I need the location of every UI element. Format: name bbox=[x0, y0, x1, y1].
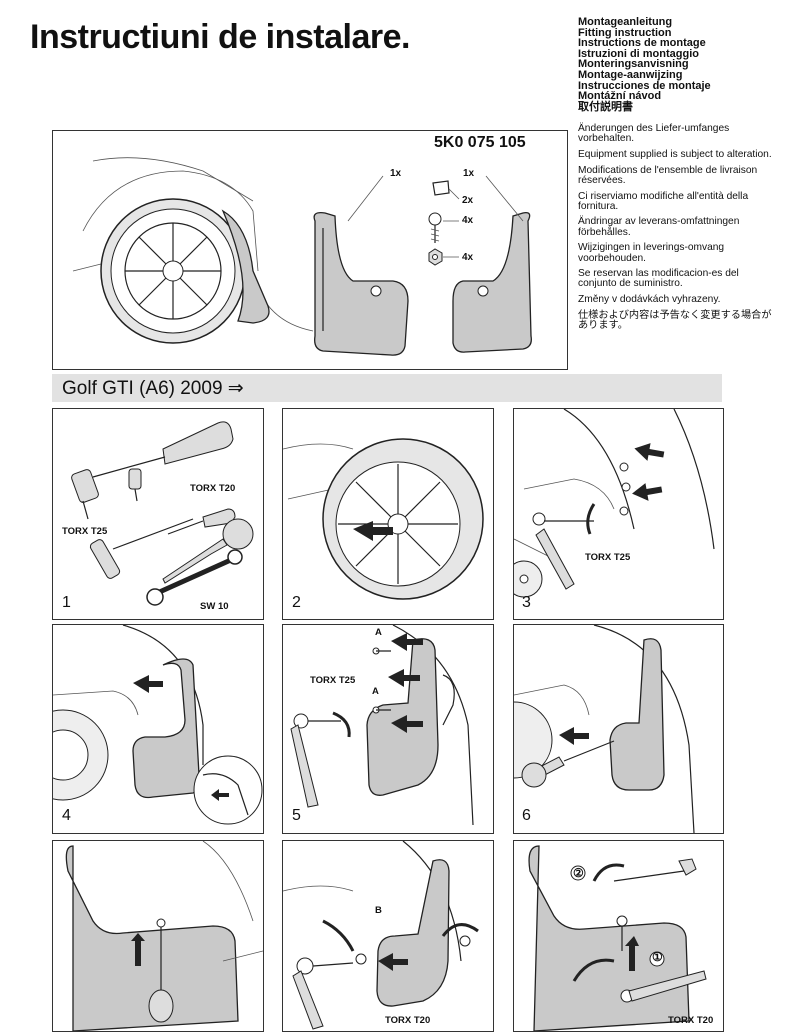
pierce-hole-illustration bbox=[65, 841, 263, 1031]
torx-t25-label: TORX T25 bbox=[585, 552, 631, 563]
torx-t20-label: TORX T20 bbox=[385, 1015, 431, 1026]
note-es: Se reservan las modificacion-es del conj… bbox=[578, 268, 739, 290]
torx-t20-label: TORX T20 bbox=[668, 1015, 714, 1026]
page-title: Instructiuni de instalare. bbox=[30, 18, 410, 56]
note-en: Equipment supplied is subject to alterat… bbox=[578, 148, 772, 160]
language-title: Montážní návod bbox=[578, 90, 662, 103]
parts-overview-panel bbox=[52, 130, 568, 370]
sw10-label: SW 10 bbox=[200, 601, 229, 612]
right-mudflap-illustration bbox=[452, 212, 532, 353]
step-5-panel bbox=[282, 624, 494, 834]
step-1-panel bbox=[52, 408, 264, 620]
nut-icon bbox=[428, 248, 443, 266]
tighten-screws-illustration bbox=[528, 845, 707, 1031]
step-number: 6 bbox=[522, 807, 531, 824]
torx-t20-label: TORX T20 bbox=[190, 483, 236, 494]
step-number: 1 bbox=[62, 594, 71, 611]
step-9-panel bbox=[513, 840, 724, 1032]
screw-qty: 4x bbox=[462, 215, 474, 226]
language-title: 取付説明書 bbox=[578, 100, 633, 113]
note-ja: 仕様および内容は予告なく変更する場合があります。 bbox=[578, 309, 772, 332]
point-b-label: B bbox=[375, 905, 382, 916]
step-number: 3 bbox=[522, 594, 531, 611]
step-3-panel bbox=[513, 408, 724, 620]
step-number: 4 bbox=[62, 807, 71, 824]
note-fr: Modifications de l'ensemble de livraison… bbox=[578, 164, 758, 186]
remove-screws-illustration bbox=[514, 409, 715, 598]
step-order-1-label: ① bbox=[652, 950, 663, 964]
step-2-panel bbox=[282, 408, 494, 620]
note-sv: Ändringar av leverans-omfattningen förbe… bbox=[578, 216, 740, 238]
left-mudflap-illustration bbox=[313, 212, 409, 356]
fit-rear-screws-illustration bbox=[283, 841, 479, 1030]
point-a-label: A bbox=[372, 686, 379, 697]
position-flap-illustration bbox=[53, 625, 263, 825]
language-title: Monteringsanvisning bbox=[578, 58, 689, 71]
language-title: Istruzioni di montaggio bbox=[578, 47, 699, 60]
parts-overview-illustration bbox=[72, 157, 532, 356]
language-title: Montageanleitung bbox=[578, 16, 673, 28]
tools-illustration bbox=[71, 421, 254, 606]
fit-flap-illustration bbox=[290, 625, 474, 826]
step-6-panel bbox=[513, 624, 724, 834]
language-title: Instructions de montage bbox=[578, 37, 706, 50]
point-a-label: A bbox=[375, 627, 382, 638]
supply-notes: Änderungen des Liefer-umfanges vorbehalt… bbox=[578, 123, 778, 337]
step-8-panel bbox=[282, 840, 494, 1032]
step-order-2-label: ② bbox=[573, 866, 584, 880]
step-number: 2 bbox=[292, 594, 301, 611]
note-de: Änderungen des Liefer-umfanges vorbehalt… bbox=[578, 123, 730, 145]
clip-icon bbox=[432, 180, 450, 196]
left-flap-qty: 1x bbox=[390, 168, 402, 179]
step-number: 5 bbox=[292, 807, 301, 824]
note-cs: Změny v dodávkách vyhrazeny. bbox=[578, 294, 721, 306]
step-7-panel bbox=[52, 840, 264, 1032]
wheel-illustration bbox=[100, 198, 246, 344]
torx-t25-label: TORX T25 bbox=[310, 675, 356, 686]
nut-qty: 4x bbox=[462, 252, 474, 263]
note-it: Ci riserviamo modifiche all'entità della… bbox=[578, 190, 749, 212]
language-title-list: Montageanleitung Fitting instruction Ins… bbox=[578, 17, 711, 112]
language-title: Fitting instruction bbox=[578, 26, 672, 39]
wheel-removal-illustration bbox=[283, 438, 484, 600]
note-nl: Wijzigingen in leverings-omvang voorbeho… bbox=[578, 242, 725, 264]
language-title: Montage-aanwijzing bbox=[578, 68, 683, 81]
screw-icon bbox=[428, 212, 442, 243]
right-flap-qty: 1x bbox=[463, 168, 475, 179]
language-title: Instrucciones de montaje bbox=[578, 79, 711, 92]
part-number: 5K0 075 105 bbox=[434, 134, 526, 151]
mark-drill-illustration bbox=[514, 625, 695, 833]
clip-qty: 2x bbox=[462, 195, 474, 206]
model-label: Golf GTI (A6) 2009 ⇒ bbox=[62, 378, 244, 399]
model-bar: Golf GTI (A6) 2009 ⇒ bbox=[52, 374, 722, 402]
step-4-panel bbox=[52, 624, 264, 834]
torx-t25-label: TORX T25 bbox=[62, 526, 108, 537]
